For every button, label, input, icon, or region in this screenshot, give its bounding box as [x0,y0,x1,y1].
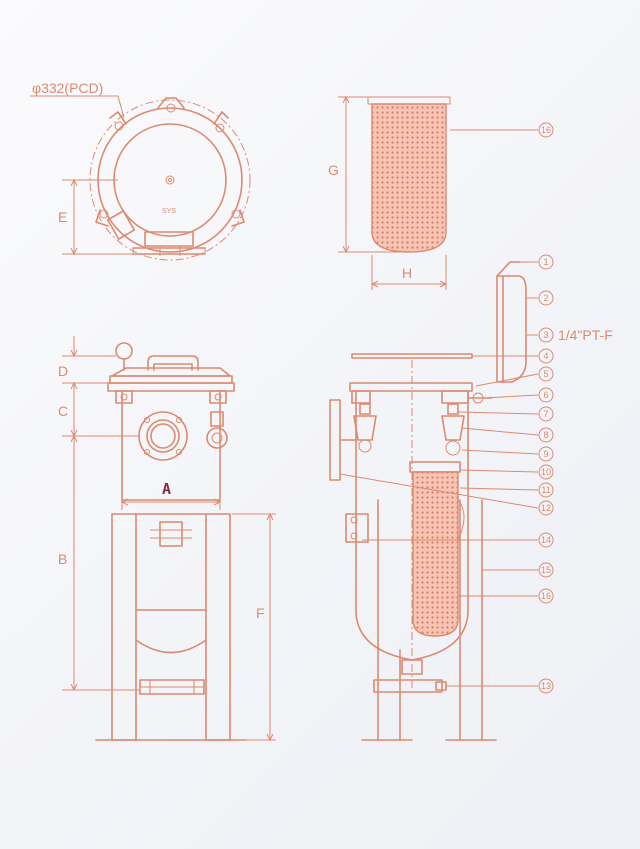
dim-c-label: C [58,403,68,419]
callout-6: 6 [538,387,554,403]
svg-text:2: 2 [543,293,548,303]
svg-text:8: 8 [543,430,548,440]
dim-d-label: D [58,363,68,379]
front-dimensions [62,336,276,742]
svg-text:13: 13 [541,681,551,691]
svg-text:15: 15 [541,565,551,575]
callout-8: 8 [538,427,554,443]
callout-16-side: 16 [538,588,554,604]
svg-text:14: 14 [541,535,551,545]
svg-text:7: 7 [543,409,548,419]
callout-5: 5 [538,366,554,382]
callout-4: 4 [538,348,554,364]
sys-mark: SYS [162,208,176,215]
callout-9: 9 [538,446,554,462]
callout-2: 2 [538,290,554,306]
pcd-label: φ332(PCD) [32,80,103,96]
svg-text:12: 12 [541,503,551,513]
side-view [329,261,527,741]
dim-e-label: E [58,209,67,225]
callout-1: 1 [538,254,554,270]
callout-3: 3 [538,327,554,343]
callout-16-detail: 16 [538,122,554,138]
bag-detail [338,95,451,290]
svg-text:11: 11 [541,485,550,495]
svg-text:4: 4 [543,351,548,361]
callout-11: 11 [538,482,554,498]
svg-text:6: 6 [543,390,548,400]
dim-f-label: F [256,605,265,621]
dim-g-label: G [328,162,339,178]
svg-text:9: 9 [543,449,548,459]
svg-text:16: 16 [541,125,551,135]
top-view [30,95,251,261]
callout-leaders [339,129,539,687]
svg-text:16: 16 [541,591,551,601]
svg-text:10: 10 [541,467,551,477]
callout-12: 12 [538,500,554,516]
callout-10: 10 [538,464,554,480]
dim-b-label: B [58,551,67,567]
callout-15: 15 [538,562,554,578]
thread-label: 1/4"PT-F [558,327,613,343]
svg-text:5: 5 [543,369,548,379]
dimension-e [62,178,133,256]
dim-h-label: H [402,265,412,281]
svg-text:3: 3 [543,330,548,340]
callout-13: 13 [538,678,554,694]
svg-text:1: 1 [543,257,548,267]
callout-14: 14 [538,532,554,548]
callout-bubbles: 1 2 3 4 5 6 7 8 9 10 11 12 14 15 16 13 1… [538,122,554,694]
callout-7: 7 [538,406,554,422]
front-view [95,342,247,741]
dim-a-label: A [162,480,171,498]
